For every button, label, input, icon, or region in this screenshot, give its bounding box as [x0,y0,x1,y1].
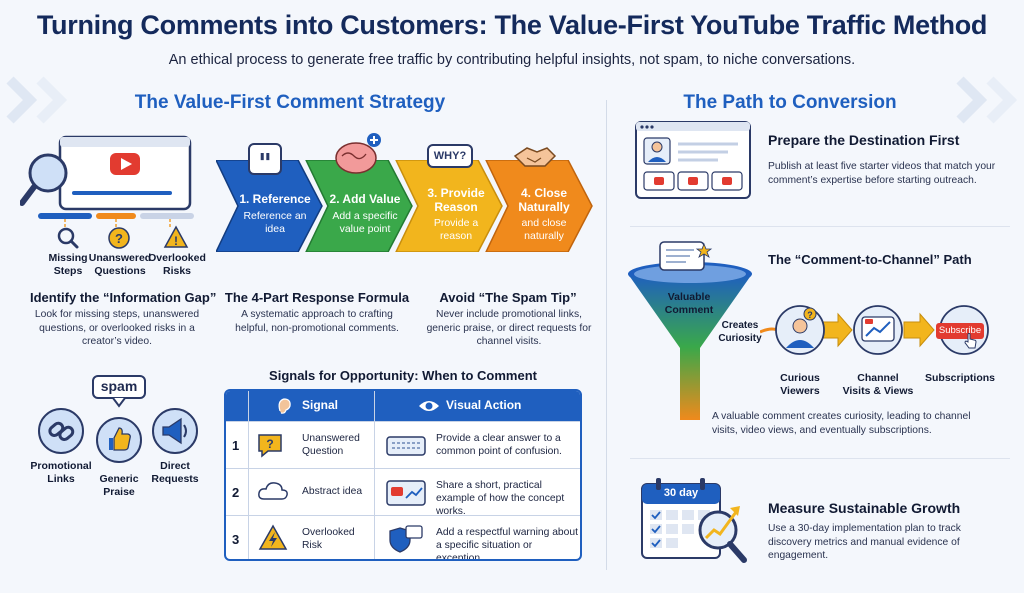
handshake-icon [513,147,557,167]
row-action: Provide a clear answer to a common point… [436,433,562,457]
col-sep-2 [374,391,375,559]
section-divider [606,100,607,570]
decor-arrows-left [6,76,68,124]
eye-icon [419,401,439,411]
decor-arrows-right [956,76,1018,124]
row-action: Share a short, practical example of how … [436,480,565,517]
question-mark-icon: ? [108,227,130,249]
path-title: The Path to Conversion [683,92,897,113]
col-sep-1 [248,391,249,559]
formula-chevrons [216,160,593,252]
prepare-body: Publish at least five starter videos tha… [768,161,996,186]
svg-text:?: ? [115,231,123,246]
stage-subscriptions: Subscriptions [924,372,995,384]
stage-curious-viewers: Curious Viewers [780,372,820,397]
calendar-label: 30 day [663,487,699,499]
chevron-step-4 [485,160,593,252]
row-signal: Overlooked Risk [302,527,355,551]
row-signal: Unanswered Question [302,433,360,457]
signals-title: Signals for Opportunity: When to Comment [269,368,537,383]
formula-body: A systematic approach to crafting helpfu… [235,309,399,334]
warning-icon [258,524,288,550]
page-subtitle: An ethical process to generate free traf… [168,52,856,68]
magnifier-icon [57,227,79,249]
funnel-heading: The “Comment-to-Channel” Path [768,252,972,267]
pointer-hand-icon [964,333,977,349]
col-signal: Signal [302,398,339,412]
row-signal: Abstract idea [302,486,363,497]
funnel-label: Valuable Comment [664,291,714,316]
right-divider-1 [630,226,1010,227]
svg-text:": " [258,149,272,178]
col-action: Visual Action [446,398,522,412]
step-1-text: 1. Reference Reference an idea [239,192,311,235]
row-num: 1 [232,438,240,453]
megaphone-icon [152,408,198,454]
step-4-text: 4. Close Naturally and close naturally [518,186,570,242]
strategy-title: The Value-First Comment Strategy [134,92,446,113]
channel-page-illustration [635,121,751,199]
shield-comment-icon [389,525,423,553]
table-row: 1 ? Unanswered Question Provide a clear … [226,421,580,468]
row-num: 2 [232,485,240,500]
question-bubble-icon: ? [258,434,282,458]
cloud-icon [258,482,288,500]
chevron-step-1 [216,160,323,252]
step-3-text: 3. Provide Reason Provide a reason [427,186,485,242]
right-divider-2 [630,458,1010,459]
video-gap-illustration [20,135,194,227]
why-bubble-icon: WHY? [427,144,473,168]
warning-triangle-icon: ! [163,225,189,248]
page-title: Turning Comments into Customers: The Val… [36,10,988,40]
subscribe-button[interactable]: Subscribe [936,323,984,339]
svg-text:!: ! [174,234,178,248]
gap-heading: Identify the “Information Gap” [30,290,217,305]
measure-heading: Measure Sustainable Growth [768,500,961,516]
row-num: 3 [232,532,240,547]
step-2-text: 2. Add Value Add a specific value point [329,192,401,235]
thumbs-up-icon [96,417,142,463]
spam-heading: Avoid “The Spam Tip” [439,290,577,305]
chevron-step-2 [305,160,413,252]
keyboard-icon [386,436,426,456]
video-chart-icon [386,480,426,506]
table-row: 3 Overlooked Risk Add a respectful warni… [226,515,580,561]
signals-table: Signal Visual Action 1 ? Unanswered Ques… [224,389,582,561]
gap-body: Look for missing steps, unanswered quest… [34,309,200,347]
svg-text:?: ? [266,437,273,451]
funnel-body: A valuable comment creates curiosity, le… [712,411,971,436]
ear-icon [278,398,291,414]
calendar-growth-illustration [641,478,747,563]
spam-bubble-tail [112,398,126,408]
formula-heading: The 4-Part Response Formula [224,290,410,305]
table-row: 2 Abstract idea Share a short, practical… [226,468,580,517]
spam-bubble: spam [92,375,146,399]
quote-icon: " [248,143,282,178]
funnel-illustration [628,241,752,420]
measure-body: Use a 30-day implementation plan to trac… [768,523,961,561]
link-icon [38,408,84,454]
chevron-step-3 [395,160,503,252]
row-action: Add a respectful warning about a specifi… [436,527,578,561]
stage-channel-visits: Channel Visits & Views [842,372,914,397]
signals-table-header: Signal Visual Action [226,391,580,421]
creates-curiosity-label: Creates Curiosity [718,320,762,344]
brain-icon [335,133,381,174]
svg-text:?: ? [807,310,813,320]
prepare-heading: Prepare the Destination First [768,132,960,148]
spam-body: Never include promotional links, generic… [426,309,592,347]
